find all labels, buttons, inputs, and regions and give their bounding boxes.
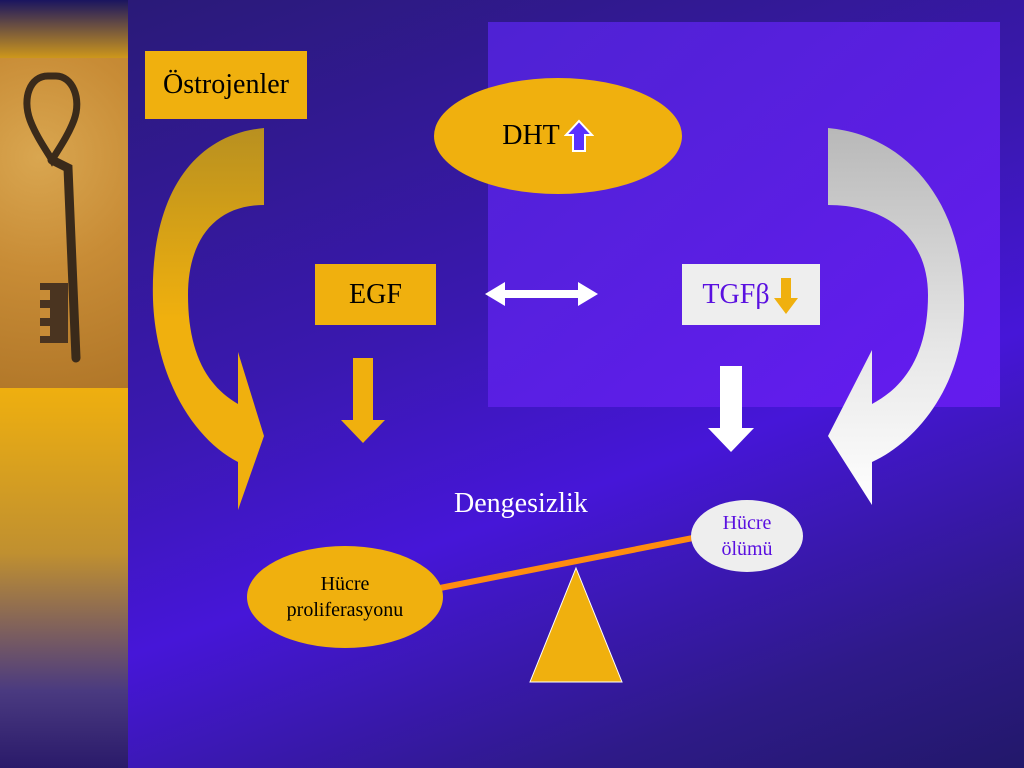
estrogens-label: Östrojenler [163,69,289,100]
egf-box: EGF [315,264,436,325]
fulcrum-triangle [529,566,623,683]
tgf-down-arrow [708,366,754,452]
estrogens-box: Östrojenler [145,51,307,119]
down-arrow-icon [773,277,798,314]
imbalance-label: Dengesizlik [454,488,588,519]
up-arrow-icon [563,119,594,152]
double-headed-arrow [485,282,598,306]
tgf-box: TGFβ [682,264,820,325]
cell-death-label-line2: ölümü [721,538,773,560]
right-curved-arrow [828,128,965,505]
proliferation-label-line2: proliferasyonu [286,599,404,621]
dht-label: DHT [502,120,560,151]
tgf-label: TGFβ [702,278,770,310]
left-curved-arrow [152,128,264,510]
egf-down-arrow [341,358,385,443]
proliferation-ellipse: Hücre proliferasyonu [247,546,443,648]
cell-death-label-line1: Hücre [722,512,772,534]
key-photo [0,58,128,388]
dht-ellipse: DHT [434,78,682,194]
balance-beam [439,534,699,591]
proliferation-label-line1: Hücre [320,573,370,595]
egf-label: EGF [349,278,402,310]
key-icon [23,72,81,363]
cell-death-ellipse: Hücre ölümü [691,500,803,572]
